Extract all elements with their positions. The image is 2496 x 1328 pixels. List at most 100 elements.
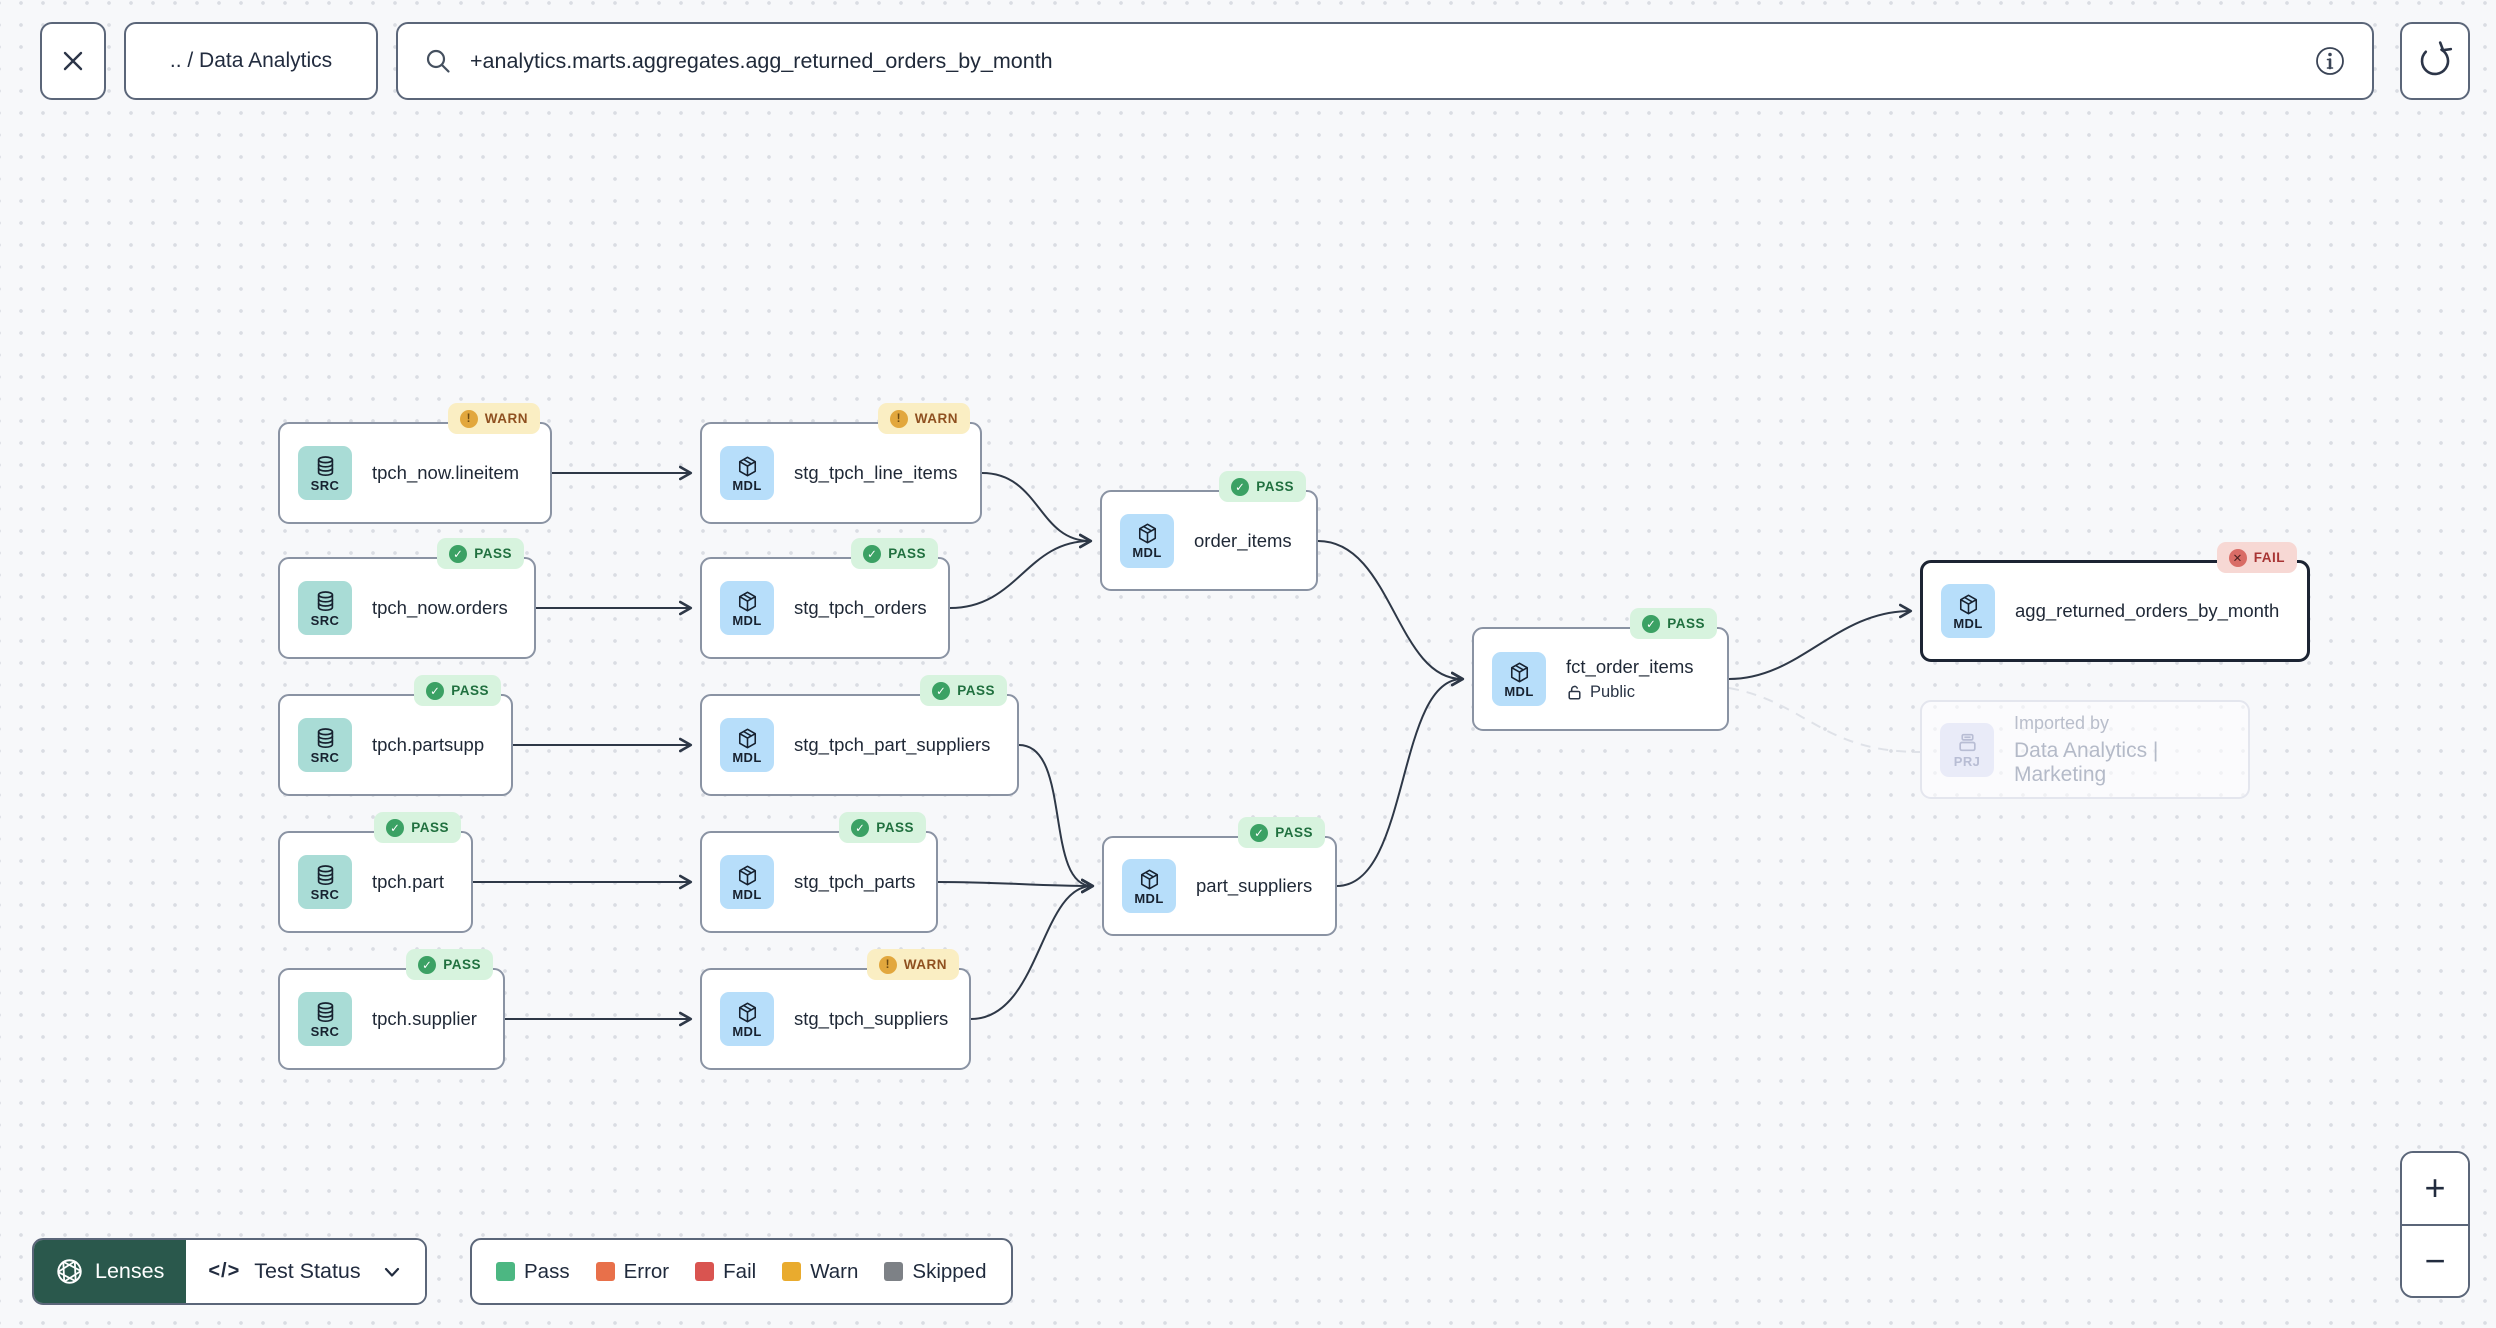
cube-icon: [1138, 523, 1156, 544]
cube-icon: [1140, 869, 1158, 889]
status-icon: ✓: [863, 544, 882, 563]
status-label: PASS: [411, 820, 449, 835]
refresh-button[interactable]: [2400, 22, 2470, 100]
node-type-label: SRC: [310, 749, 340, 765]
node-type-label: MDL: [1132, 545, 1162, 560]
node-title: tpch.supplier: [372, 1008, 477, 1029]
status-icon: !: [878, 955, 897, 974]
database-icon: [317, 864, 333, 885]
node-title: tpch_now.orders: [372, 597, 508, 618]
database-icon: [317, 1001, 333, 1022]
status-label: PASS: [876, 820, 914, 835]
node-tpch.partsupp[interactable]: SRC tpch.partsupp ✓PASS: [278, 675, 513, 796]
status-icon: ✓: [932, 681, 951, 700]
node-type-label: SRC: [310, 477, 340, 493]
status-label: PASS: [1256, 479, 1294, 494]
node-type-tile: MDL: [720, 718, 774, 772]
database-icon: [317, 455, 333, 476]
legend-swatch: [884, 1262, 904, 1281]
lock-open-icon: [1568, 685, 1581, 700]
node-order_items[interactable]: MDL order_items ✓PASS: [1100, 471, 1318, 591]
node-type-tile: SRC: [298, 718, 352, 772]
status-badge-pass: ✓PASS: [1219, 471, 1306, 502]
status-badge-pass: ✓PASS: [414, 675, 501, 706]
database-icon: [317, 590, 333, 611]
node-stg_tpch_part_suppliers[interactable]: MDL stg_tpch_part_suppliers ✓ PASS: [700, 675, 1019, 796]
cube-icon: [1510, 662, 1528, 682]
node-subtitle: Imported by: [2014, 712, 2110, 733]
status-label: PASS: [443, 957, 481, 972]
close-button[interactable]: [40, 22, 106, 100]
status-label: PASS: [1275, 825, 1313, 840]
legend-swatch: [695, 1262, 715, 1281]
info-icon[interactable]: [2314, 45, 2346, 77]
zoom-divider: [2402, 1223, 2468, 1226]
breadcrumb-label: .. / Data Analytics: [169, 49, 333, 72]
edge: [949, 533, 1093, 609]
zoom-in-button[interactable]: +: [2402, 1153, 2468, 1224]
status-icon: ✓: [1642, 614, 1661, 633]
node-type-tile: MDL: [720, 581, 774, 635]
node-title: Data Analytics | Marketing: [2014, 738, 2159, 786]
node-type-tile: MDL: [1120, 513, 1174, 568]
status-icon: ✓: [426, 681, 445, 700]
zoom-out-button[interactable]: −: [2402, 1225, 2468, 1296]
cube-icon: [738, 1002, 756, 1022]
chevron-down-icon: [384, 1267, 399, 1277]
status-icon: !: [889, 409, 908, 428]
refresh-icon: [2420, 41, 2453, 76]
node-type-tile: MDL: [1122, 859, 1176, 913]
node-title: tpch_now.lineitem: [372, 462, 520, 483]
status-icon: ✓: [449, 544, 468, 563]
node-title: fct_order_items: [1566, 656, 1694, 677]
search-input[interactable]: [470, 48, 2296, 74]
lenses-button[interactable]: Lenses: [34, 1240, 187, 1303]
edge: [1018, 744, 1095, 894]
legend-swatch: [782, 1262, 802, 1281]
breadcrumb[interactable]: .. / Data Analytics: [124, 22, 378, 100]
node-title: order_items: [1194, 529, 1292, 551]
status-badge-pass: ✓PASS: [1238, 817, 1325, 848]
legend-item-warn: Warn: [782, 1260, 858, 1284]
code-icon: </>: [208, 1260, 241, 1282]
node-type-label: MDL: [732, 886, 762, 902]
node-title: tpch.part: [372, 871, 444, 892]
legend-label: Error: [623, 1259, 670, 1283]
legend-item-skipped: Skipped: [884, 1260, 987, 1284]
node-type-tile: PRJ: [1940, 722, 1994, 777]
search-bar[interactable]: [396, 22, 2374, 100]
lens-selector[interactable]: </> Test Status: [186, 1240, 425, 1303]
node-imported_by_project: PRJ Imported by Data Analytics | Marketing: [1920, 700, 2250, 799]
node-type-label: SRC: [310, 886, 340, 902]
status-label: WARN: [903, 957, 947, 972]
legend-label: Fail: [723, 1259, 757, 1283]
status-badge-pass: ✓PASS: [839, 812, 926, 843]
status-icon: !: [459, 409, 478, 428]
project-icon: [1958, 733, 1976, 752]
node-title: stg_tpch_part_suppliers: [794, 734, 991, 755]
status-label: WARN: [914, 411, 958, 426]
node-title: tpch.partsupp: [372, 734, 485, 755]
status-label: FAIL: [2253, 550, 2285, 565]
node-type-tile: MDL: [1941, 584, 1995, 638]
node-type-label: MDL: [732, 477, 762, 493]
node-type-tile: SRC: [298, 855, 352, 909]
node-type-label: MDL: [1504, 683, 1534, 699]
status-badge-pass: ✓PASS: [406, 949, 493, 980]
lenses-label: Lenses: [95, 1259, 165, 1283]
legend-swatch: [595, 1262, 615, 1281]
status-label: PASS: [957, 683, 995, 698]
